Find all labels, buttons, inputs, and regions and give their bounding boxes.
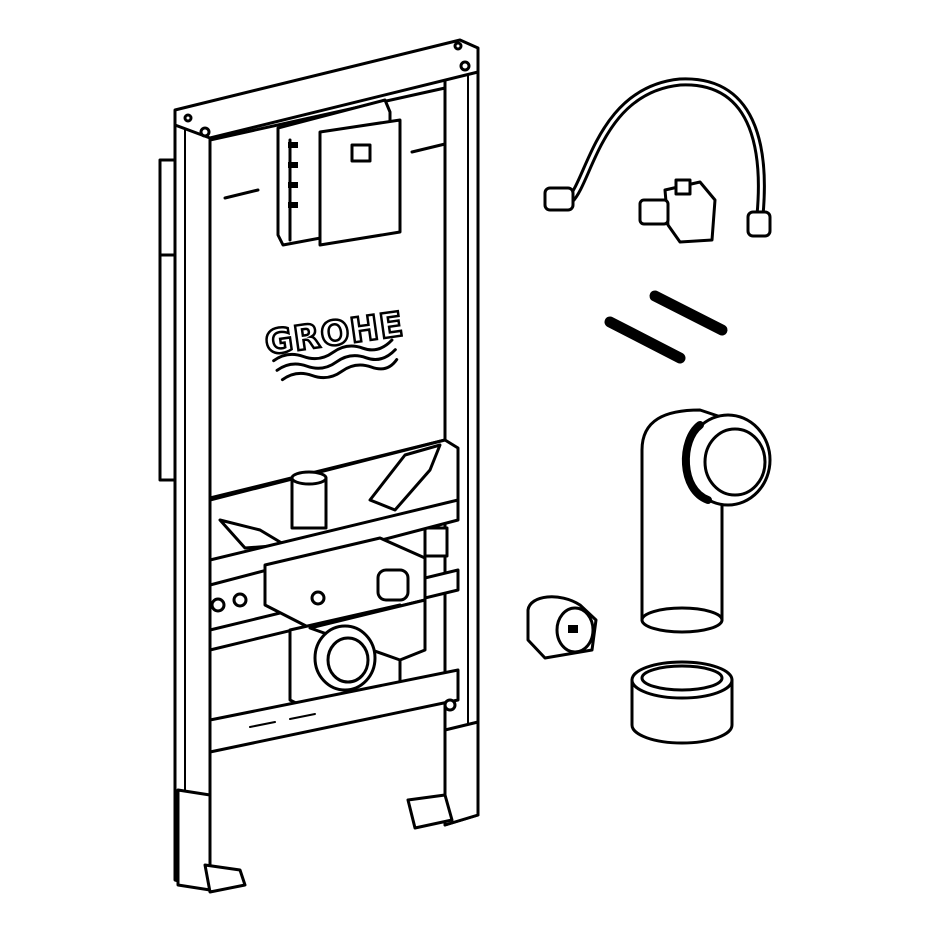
pipe-cap	[630, 660, 734, 745]
left-leg	[176, 788, 212, 892]
connection-hose	[543, 77, 772, 238]
fixing-rod	[649, 290, 728, 336]
flush-bend	[640, 408, 772, 634]
angle-valve	[638, 178, 717, 244]
left-post	[173, 113, 212, 892]
right-foot	[406, 793, 454, 830]
hose-nut	[543, 186, 575, 212]
hose-nut	[746, 210, 772, 238]
installation-frame: GROHE	[158, 38, 480, 894]
cistern-box	[276, 98, 402, 247]
top-crossbar	[173, 38, 480, 140]
right-leg	[443, 720, 480, 827]
small-fitting	[526, 595, 598, 660]
bottom-crossbar	[208, 668, 460, 754]
left-foot	[203, 863, 247, 894]
fixing-rod	[604, 316, 686, 364]
brand-logo: GROHE	[261, 303, 408, 382]
